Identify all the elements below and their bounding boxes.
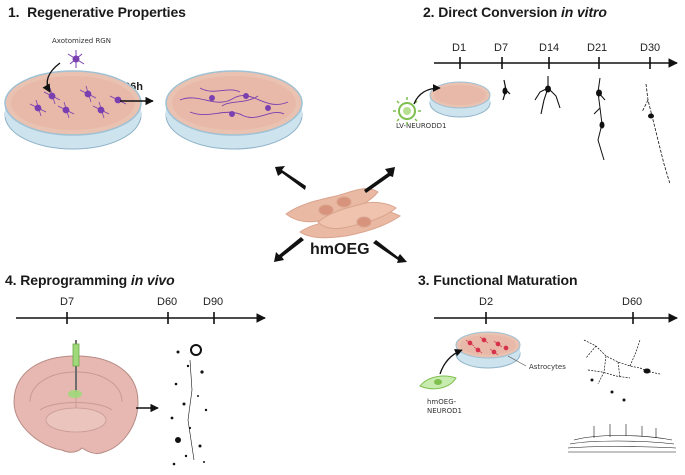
- radial-arrows: [274, 166, 407, 263]
- injection-needle-icon: [68, 340, 82, 398]
- rgn-network-dish2: [179, 87, 289, 118]
- electrophysiology-trace: [567, 424, 677, 453]
- panel3-petri-dish: [455, 331, 521, 369]
- panel2-tick-d14: D14: [539, 42, 560, 54]
- panel2-title: 2. Direct Conversion in vitro: [423, 4, 607, 20]
- panel2-timeline-ticks: [459, 57, 651, 69]
- astrocytes-pointer: [507, 355, 527, 367]
- panel2-tick-d1: D1: [452, 42, 467, 54]
- panel3-tick-d2: D2: [479, 296, 494, 308]
- hmoeg-neurod1-label-line2: NEUROD1: [427, 407, 462, 415]
- petri-dish-after: [165, 70, 303, 150]
- in-vivo-micrograph: [168, 340, 210, 470]
- hmoeg-neurod1-cell-icon: [419, 375, 457, 390]
- panel2-tick-d7: D7: [494, 42, 509, 54]
- rgn-insertion-arrow: [42, 62, 61, 93]
- transduction-arrow: [413, 84, 441, 105]
- panel2-tick-d21: D21: [587, 42, 608, 54]
- panel2-petri-dish: [429, 81, 491, 118]
- panel3-tick-d60: D60: [622, 296, 643, 308]
- panel1-title: 1. Regenerative Properties: [8, 4, 186, 20]
- rgn-cells-dish1: [29, 85, 127, 119]
- hmoeg-center-label: hmOEG: [310, 241, 370, 258]
- panel3-title: 3. Functional Maturation: [418, 272, 578, 288]
- hmoeg-neurod1-label-line1: hmOEG-: [427, 398, 457, 406]
- axotomized-rgn-label: Axotomized RGN: [52, 37, 111, 45]
- lv-neurod1-label: LV-NEURODD1: [396, 122, 447, 130]
- hmoeg-cells: [285, 188, 401, 239]
- panel4-tick-d7: D7: [60, 296, 75, 308]
- panel3-timeline-ticks: [485, 312, 634, 324]
- petri-dish-before: [4, 70, 142, 150]
- lentivirus-icon: [393, 97, 421, 125]
- astrocytes-label: Astrocytes: [529, 363, 566, 371]
- cell-transfer-arrow: [439, 348, 463, 375]
- panel4-tick-d90: D90: [203, 296, 224, 308]
- panel4-title: 4. Reprogramming in vivo: [5, 272, 175, 288]
- panel4-tick-d60: D60: [157, 296, 178, 308]
- neuron-micrographs-panel2: [502, 76, 671, 185]
- panel2-tick-d30: D30: [640, 42, 661, 54]
- maturation-micrograph: [583, 339, 661, 402]
- panel4-timeline-ticks: [66, 312, 215, 324]
- axotomized-rgn-icon: [67, 50, 85, 68]
